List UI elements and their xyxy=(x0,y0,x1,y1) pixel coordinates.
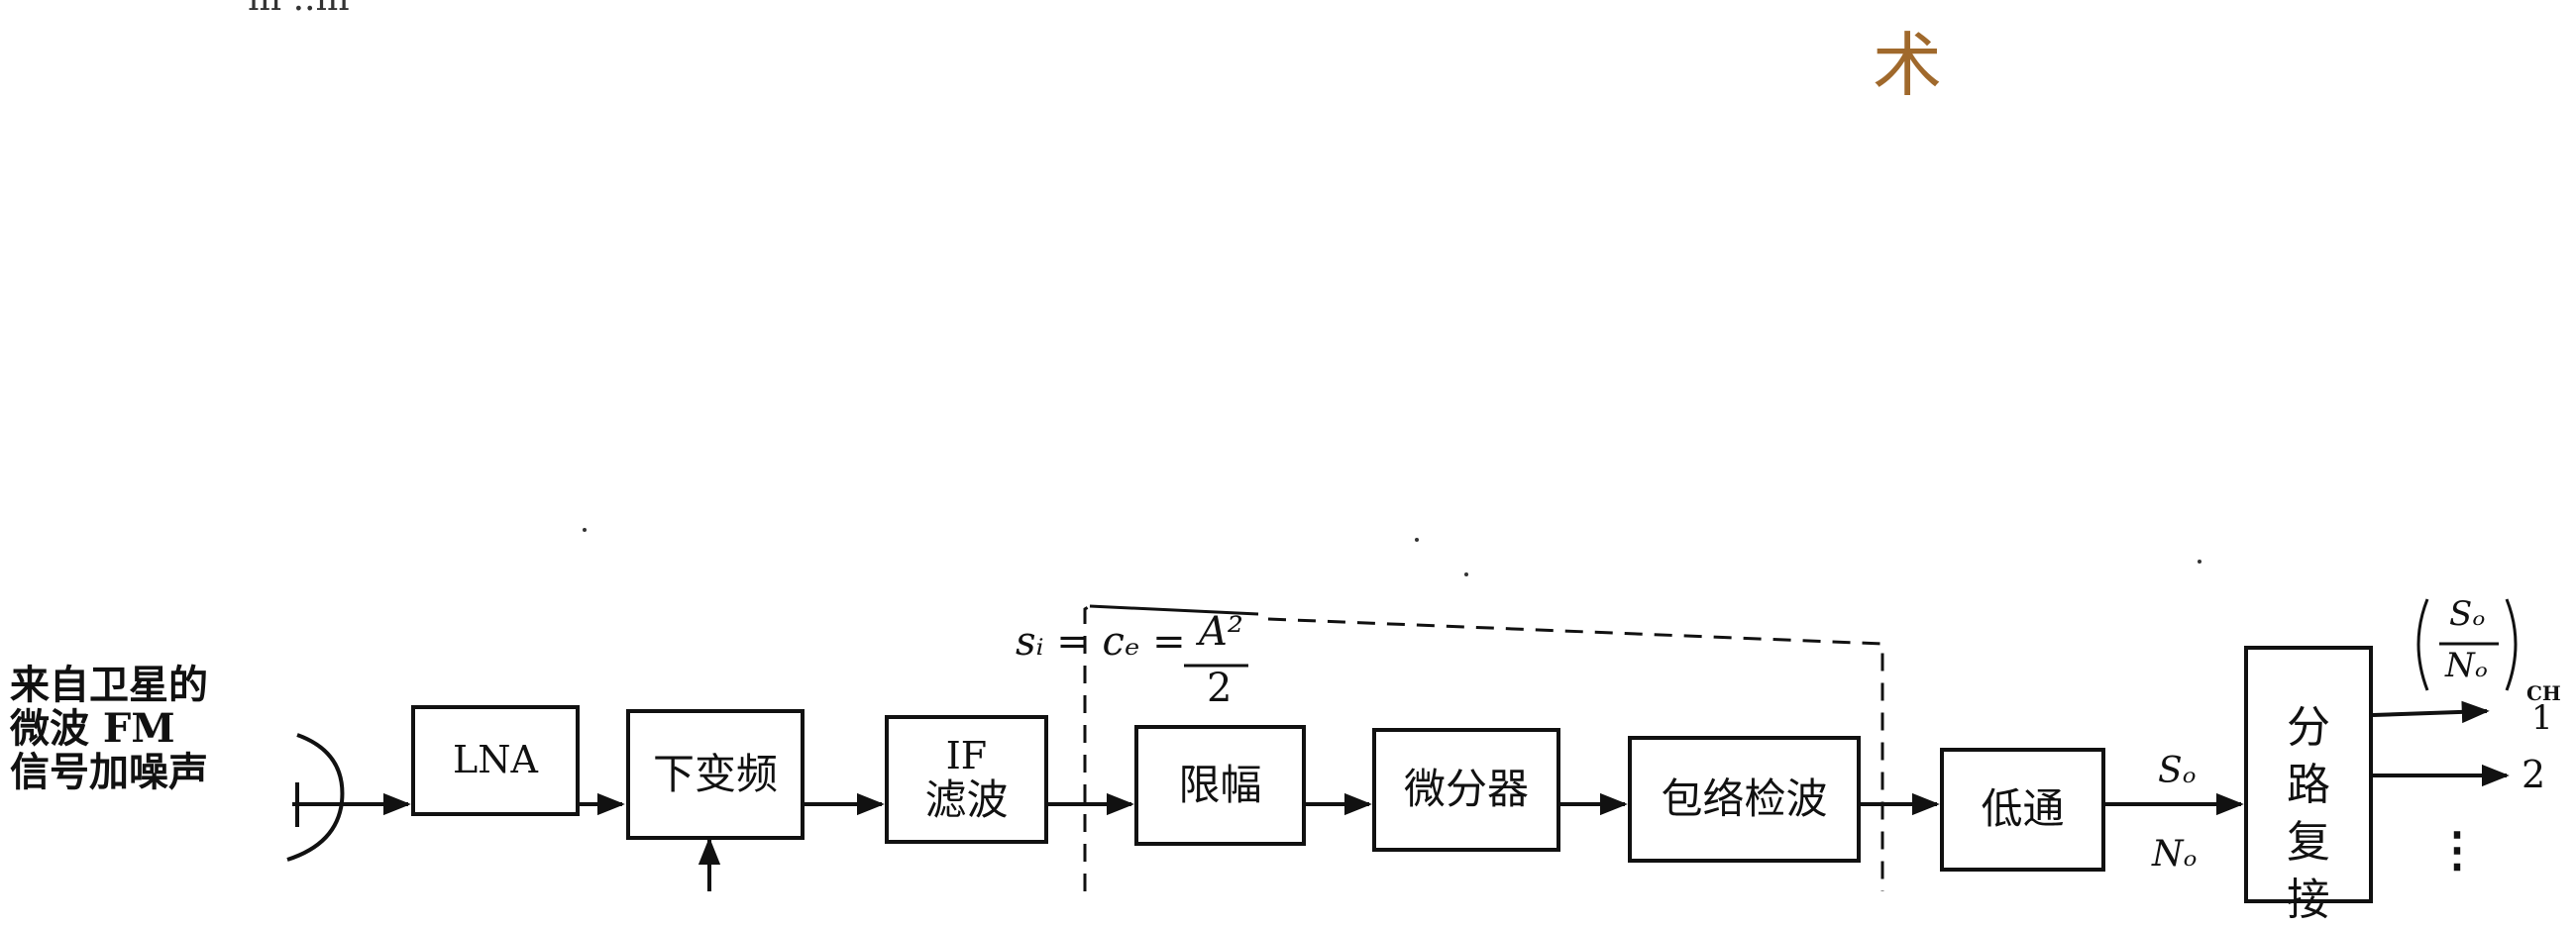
demux-char-3: 复 xyxy=(2287,817,2330,868)
label-no: Nₒ xyxy=(2152,834,2198,875)
source-line-1: 来自卫星的 xyxy=(10,662,208,708)
block-if-filter: IF 滤波 xyxy=(885,715,1048,844)
ratio-denominator: Nₒ xyxy=(2445,646,2488,685)
block-if-filter-line1: IF xyxy=(945,734,988,777)
ratio-numerator: Sₒ xyxy=(2449,594,2486,634)
demux-char-1: 分 xyxy=(2287,702,2330,753)
block-differentiator-label: 微分器 xyxy=(1403,765,1529,814)
block-lowpass-label: 低通 xyxy=(1981,784,2065,834)
ratio-paren-left xyxy=(2416,598,2429,691)
block-envelope-detector-label: 包络检波 xyxy=(1661,774,1828,823)
block-limiter: 限幅 xyxy=(1134,725,1306,846)
input-snr-denominator: 2 xyxy=(1207,666,1233,711)
block-downconverter-label: 下变频 xyxy=(652,749,778,798)
top-left-fragment: m ..m xyxy=(248,0,350,19)
block-downconverter: 下变频 xyxy=(626,709,805,840)
source-line-2: 微波 FM xyxy=(10,705,175,752)
block-demux: 分 路 复 接 xyxy=(2244,646,2373,925)
block-envelope-detector: 包络检波 xyxy=(1628,736,1861,863)
block-lowpass: 低通 xyxy=(1940,748,2105,872)
block-limiter-label: 限幅 xyxy=(1178,760,1262,809)
dashed-boundary xyxy=(1083,604,1091,891)
top-right-char: 术 xyxy=(1873,25,1942,106)
input-snr-numerator: A² xyxy=(1199,609,1243,655)
block-lna-label: LNA xyxy=(453,738,538,782)
block-differentiator: 微分器 xyxy=(1372,728,1560,852)
label-so: Sₒ xyxy=(2158,751,2197,791)
signal-wires xyxy=(286,528,2518,891)
label-ch1: 1 xyxy=(2531,698,2553,738)
label-ch: CH xyxy=(2526,681,2561,705)
block-if-filter-line2: 滤波 xyxy=(924,774,1009,824)
block-demux-label: 分 路 复 接 xyxy=(2279,699,2338,929)
demux-char-4: 接 xyxy=(2287,875,2330,925)
input-snr-left: sᵢ = cₑ = xyxy=(1016,619,1186,665)
label-more-channels: ⋮ xyxy=(2433,822,2481,877)
ratio-paren-right xyxy=(2505,598,2518,691)
source-line-3: 信号加噪声 xyxy=(10,749,208,795)
label-ch2: 2 xyxy=(2522,753,2546,796)
demux-char-2: 路 xyxy=(2287,760,2330,810)
diagram-canvas: m ..m 术 xyxy=(10,0,2561,925)
wire-out-ch1 xyxy=(2372,700,2490,724)
block-lna: LNA xyxy=(411,705,580,816)
source-label: 来自卫星的 微波 FM 信号加噪声 xyxy=(10,664,208,794)
